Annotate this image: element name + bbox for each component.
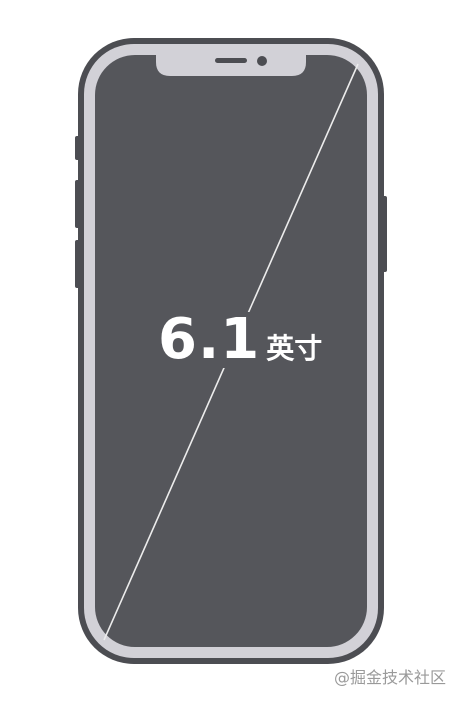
watermark: @掘金技术社区 — [333, 668, 446, 687]
front-camera — [257, 56, 267, 66]
screen-size-label: 6.1 英寸 — [152, 307, 329, 372]
screen-size-unit: 英寸 — [266, 332, 323, 365]
notch — [156, 54, 306, 76]
speaker-grille — [215, 58, 247, 63]
screen-size-value: 6.1 — [158, 307, 261, 372]
